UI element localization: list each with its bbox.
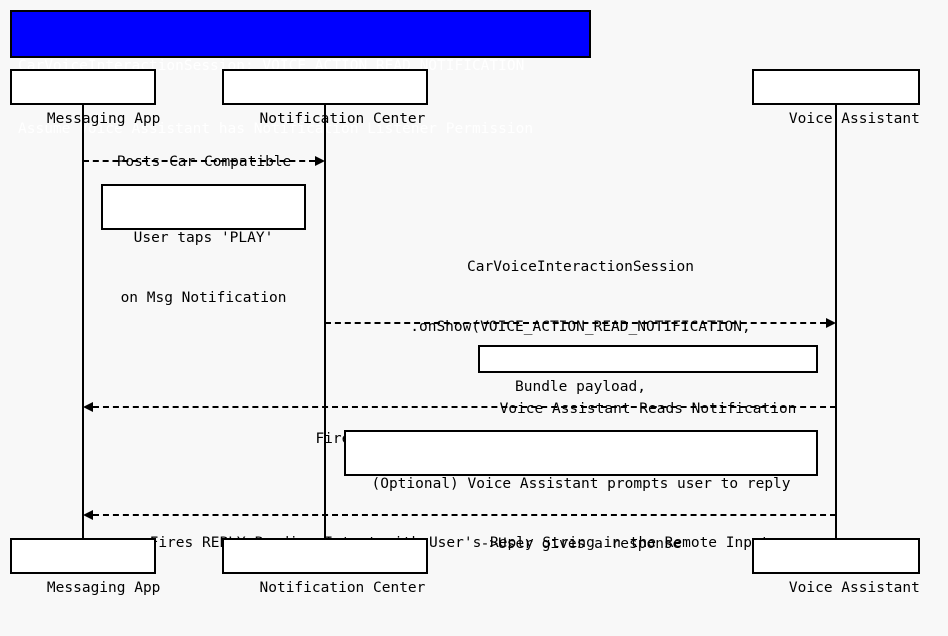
diagram-title-line-2: Assume Voice Assistant has Notification … <box>18 121 534 137</box>
message-arrowhead-on-show <box>826 318 836 328</box>
note-assistant-reads-notification: Voice Assistant Reads Notification <box>478 345 818 417</box>
message-arrow-mark-as-read <box>93 406 836 408</box>
message-line: Posts Car Compatible <box>116 154 292 170</box>
participant-messaging-app-top[interactable]: Messaging App <box>10 69 160 127</box>
message-label-reply-intent: Fires REPLY Pending Intent with User's R… <box>83 493 836 593</box>
participant-messaging-app-bottom[interactable]: Messaging App <box>10 538 160 596</box>
participant-label: Messaging App <box>46 580 161 596</box>
message-arrowhead-mark-as-read <box>83 402 93 412</box>
message-line: CarVoiceInteractionSession <box>467 259 694 275</box>
participant-notification-center-bottom[interactable]: Notification Center <box>222 538 428 596</box>
note-line: on Msg Notification <box>120 290 287 306</box>
message-arrow-on-show <box>325 322 826 324</box>
sequence-diagram-canvas: CarVoiceInteractionSession: VOICE_ACTION… <box>10 10 920 596</box>
message-line: .onShow(VOICE_ACTION_READ_NOTIFICATION, <box>410 319 751 335</box>
note-line: (Optional) Voice Assistant prompts user … <box>371 476 791 492</box>
message-arrowhead-reply-intent <box>83 510 93 520</box>
note-line: Voice Assistant Reads Notification <box>499 401 797 417</box>
participant-label: Messaging App <box>46 111 161 127</box>
lifeline-voice-assistant <box>835 104 837 539</box>
message-arrowhead-post-notification <box>315 156 325 166</box>
participant-label: Notification Center <box>259 580 426 596</box>
participant-notification-center-top[interactable]: Notification Center <box>222 69 428 127</box>
participant-label: Notification Center <box>259 111 426 127</box>
message-line: Bundle payload, <box>515 379 646 395</box>
message-arrow-post-notification <box>83 160 315 162</box>
participant-label: Voice Assistant <box>788 580 920 596</box>
note-user-taps-play: User taps 'PLAY' on Msg Notification <box>101 184 306 306</box>
diagram-title-banner: CarVoiceInteractionSession: VOICE_ACTION… <box>10 10 591 137</box>
note-line: User taps 'PLAY' <box>133 230 274 246</box>
participant-voice-assistant-top[interactable]: Voice Assistant <box>752 69 920 127</box>
note-optional-reply-prompt: (Optional) Voice Assistant prompts user … <box>344 430 818 552</box>
message-arrow-reply-intent <box>93 514 836 516</box>
lifeline-messaging-app <box>82 104 84 539</box>
participant-label: Voice Assistant <box>788 111 920 127</box>
participant-voice-assistant-bottom[interactable]: Voice Assistant <box>752 538 920 596</box>
lifeline-notification-center <box>324 104 326 539</box>
note-line: ->User gives a response <box>480 536 682 552</box>
message-line: Fires REPLY Pending Intent with User's R… <box>149 535 770 551</box>
